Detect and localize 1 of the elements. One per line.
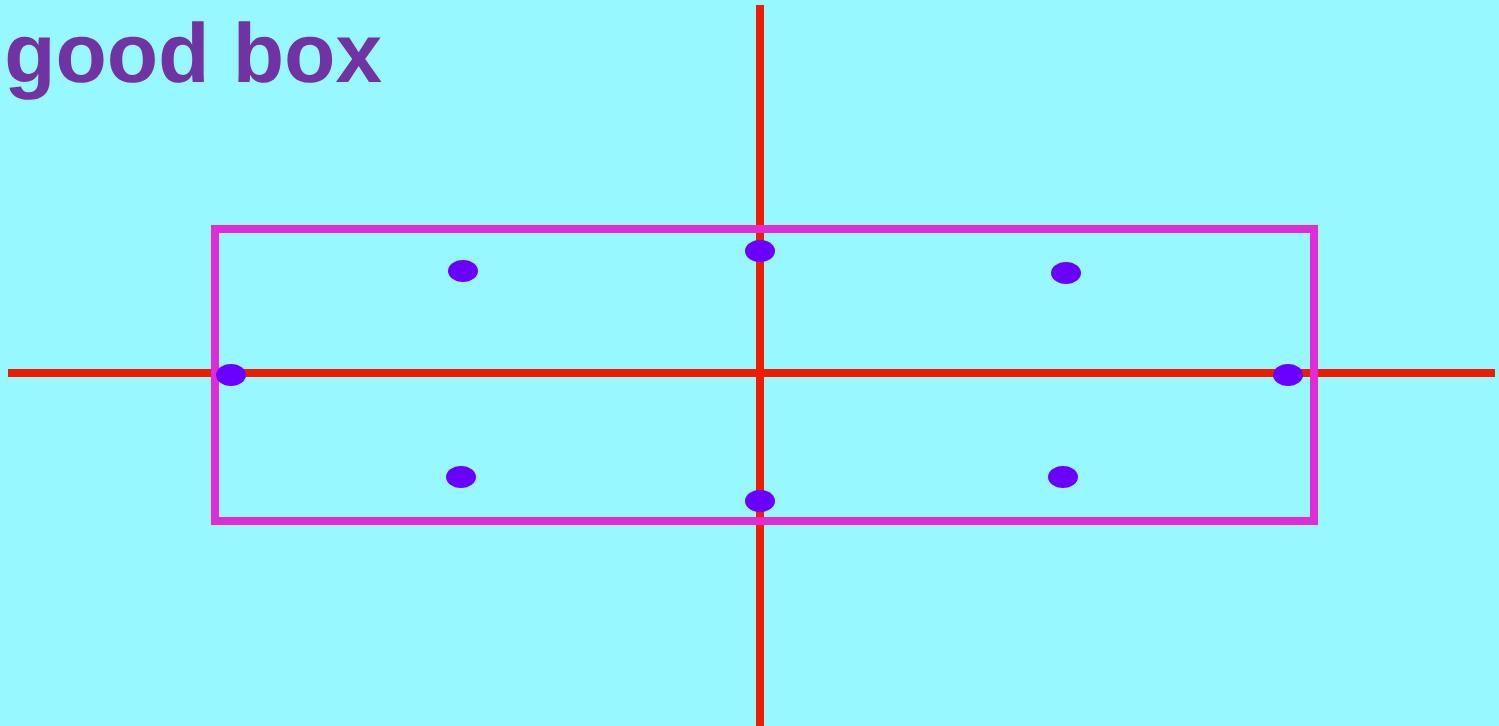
- title: good box: [7, 21, 382, 100]
